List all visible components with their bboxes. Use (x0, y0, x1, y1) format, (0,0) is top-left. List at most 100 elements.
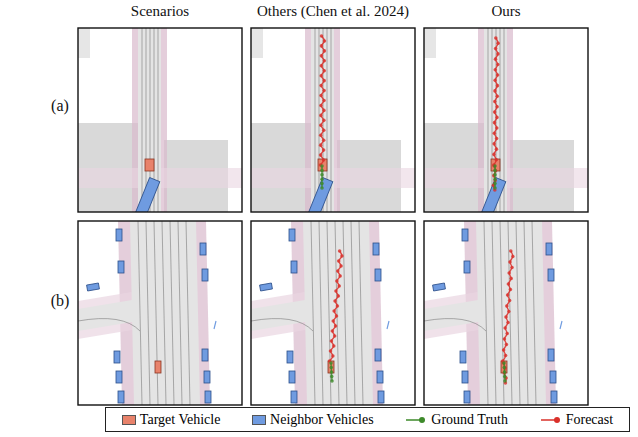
map-shape (548, 349, 554, 361)
trajectory-point (322, 79, 326, 83)
trajectory-point (494, 47, 498, 51)
trajectory-point (496, 84, 500, 88)
trajectory-point (322, 109, 326, 113)
map-shape (291, 391, 297, 403)
map-shape (118, 391, 124, 403)
trajectory-point (319, 114, 323, 118)
map-region (130, 221, 200, 405)
map-panel (424, 28, 588, 222)
trajectory-point (319, 153, 323, 157)
trajectory-point (320, 44, 324, 48)
trajectory-point (322, 69, 326, 73)
trajectory-point (504, 315, 508, 319)
panel-frame (78, 28, 242, 212)
trajectory-point (495, 94, 499, 98)
trajectory-point (493, 182, 497, 186)
trajectory-point (320, 34, 324, 38)
trajectory-point (495, 116, 499, 120)
trajectory-point (502, 361, 506, 365)
lane-line (524, 221, 528, 405)
map-shape (155, 361, 161, 373)
map-shape (501, 361, 507, 373)
map-region (78, 123, 138, 212)
trajectory-point (335, 279, 339, 283)
map-shape (145, 159, 154, 171)
map-shape (291, 261, 297, 273)
trajectory-point (330, 370, 334, 374)
map-shape (462, 229, 468, 241)
trajectory-point (323, 49, 327, 53)
legend-text: Ground Truth (431, 412, 508, 428)
map-shape (289, 229, 295, 241)
trajectory-point (322, 119, 326, 123)
trajectory-point (335, 314, 339, 318)
legend-line (405, 415, 427, 425)
lane-line (424, 319, 486, 331)
trajectory-point (492, 153, 496, 157)
map-region (251, 28, 263, 58)
lane-line (162, 221, 166, 405)
trajectory-point (493, 100, 497, 104)
trajectory-point (507, 310, 511, 314)
column-header: Others (Chen et al. 2024) (257, 3, 409, 20)
lane-line (508, 221, 512, 405)
trajectory-point (319, 124, 323, 128)
map-region (251, 291, 311, 339)
trajectory (494, 38, 498, 165)
map-region (78, 299, 138, 331)
trajectory-point (320, 186, 324, 190)
map-shape (287, 351, 293, 363)
trajectory-point (330, 379, 334, 383)
legend-text: Target Vehicle (140, 412, 221, 428)
trajectory-point (494, 36, 498, 40)
legend-text: Forecast (566, 412, 613, 428)
lane-line (319, 221, 323, 405)
lane-line (178, 221, 182, 405)
trajectory-point (508, 260, 512, 264)
trajectory-point (495, 137, 499, 141)
trajectory-point (493, 121, 497, 125)
trajectory-point (319, 74, 323, 78)
trajectory-point (320, 54, 324, 58)
lane-line (154, 221, 158, 405)
trajectory-point (322, 138, 326, 142)
trajectory-point (503, 326, 507, 330)
map-shape (479, 178, 506, 212)
map-panel (424, 221, 588, 405)
trajectory-point (319, 84, 323, 88)
map-region (251, 123, 311, 212)
trajectory-point (338, 274, 342, 278)
map-panel (251, 28, 415, 222)
trajectory-point (319, 104, 323, 108)
map-shape (289, 371, 295, 383)
trajectory-point (509, 288, 513, 292)
trajectory-point (320, 169, 324, 173)
trajectory-point (494, 158, 498, 162)
map-shape (202, 349, 208, 361)
trajectory-point (496, 73, 500, 77)
map-shape (462, 371, 468, 383)
lane-line (319, 28, 320, 212)
trajectory-point (320, 164, 324, 168)
map-shape (260, 283, 273, 291)
trajectory-point (494, 68, 498, 72)
row-label: (b) (51, 292, 70, 310)
trajectory-point (334, 289, 338, 293)
trajectory-point (330, 375, 334, 379)
trajectory-point (333, 334, 337, 338)
trajectory-point (322, 89, 326, 93)
legend-swatch (252, 415, 266, 425)
map-shape (116, 371, 122, 383)
trajectory-point (329, 366, 333, 370)
legend-swatch (122, 415, 136, 425)
map-region (251, 299, 311, 331)
lane-line (492, 221, 496, 405)
map-shape (464, 261, 470, 273)
trajectory-point (508, 299, 512, 303)
trajectory-point (332, 309, 336, 313)
row-label: (a) (51, 97, 69, 115)
trajectory-point (503, 379, 507, 383)
trajectory-point (496, 41, 500, 45)
trajectory-point (493, 89, 497, 93)
trajectory-point (320, 173, 324, 177)
